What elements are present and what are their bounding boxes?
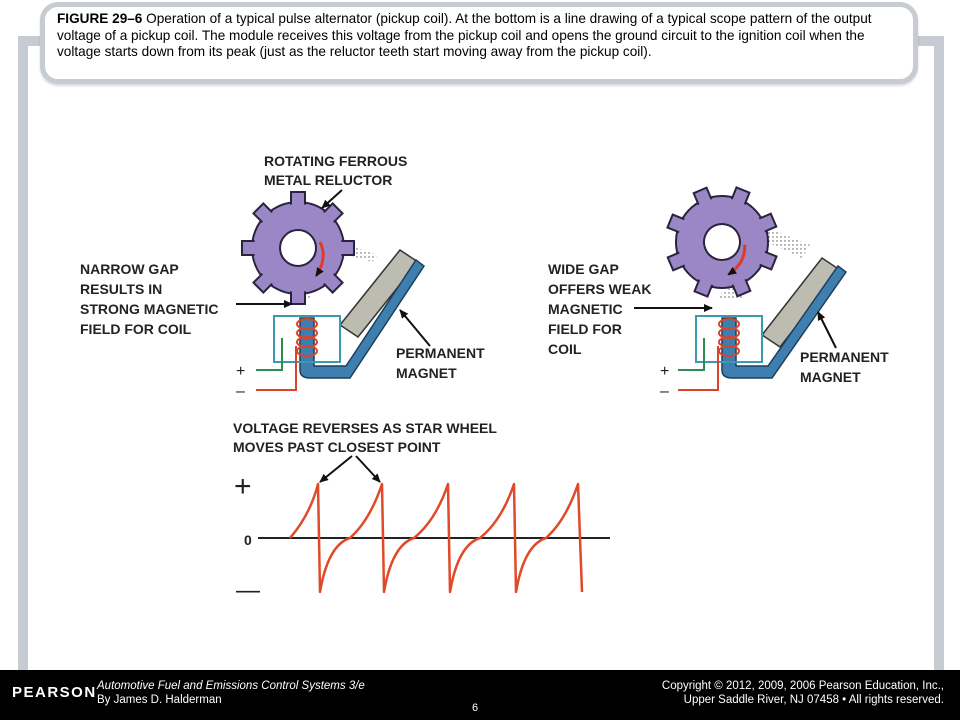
plus-right: + bbox=[660, 363, 669, 380]
copyright-line2: Upper Saddle River, NJ 07458 • All right… bbox=[683, 694, 944, 706]
voltage-label-line1: VOLTAGE REVERSES AS STAR WHEEL bbox=[233, 420, 497, 436]
book-author: By James D. Halderman bbox=[97, 694, 222, 706]
pole-piece-right bbox=[721, 264, 848, 379]
page-number: 6 bbox=[472, 702, 479, 714]
minus-right: – bbox=[660, 383, 669, 400]
narrow-gap-assembly bbox=[241, 191, 426, 391]
scope-waveform bbox=[289, 482, 584, 594]
rotation-arrow-left bbox=[314, 241, 325, 277]
magnet-left-line2: MAGNET bbox=[396, 365, 457, 381]
narrow-gap-line2: RESULTS IN bbox=[80, 281, 162, 297]
rotation-arrow-right bbox=[727, 244, 747, 276]
pearson-logo: PEARSON bbox=[12, 684, 97, 701]
wide-gap-assembly bbox=[666, 186, 848, 391]
copyright: Copyright © 2012, 2009, 2006 Pearson Edu… bbox=[662, 679, 944, 707]
magnet-right-line1: PERMANENT bbox=[800, 349, 889, 365]
reluctor-pointer bbox=[321, 189, 343, 209]
coil-windings-right bbox=[718, 318, 740, 357]
reluctor-label-line1: ROTATING FERROUS bbox=[264, 153, 407, 169]
magnet-left-line1: PERMANENT bbox=[396, 345, 485, 361]
narrow-gap-line4: FIELD FOR COIL bbox=[80, 321, 192, 337]
figure-number: FIGURE 29–6 bbox=[57, 11, 143, 26]
wire-negative-right bbox=[678, 346, 719, 391]
caption-box: FIGURE 29–6 Operation of a typical pulse… bbox=[40, 2, 918, 84]
book-info: Automotive Fuel and Emissions Control Sy… bbox=[97, 679, 365, 707]
wire-negative-left bbox=[256, 346, 297, 391]
caption-text: Operation of a typical pulse alternator … bbox=[57, 11, 872, 59]
wire-positive-left bbox=[256, 338, 283, 371]
reluctor-gear-left bbox=[241, 191, 355, 305]
wide-gap-line3: MAGNETIC bbox=[548, 301, 623, 317]
coil-housing-left bbox=[273, 315, 341, 363]
scope-zero: 0 bbox=[244, 532, 252, 548]
narrow-gap-line1: NARROW GAP bbox=[80, 261, 179, 277]
voltage-pointer-2 bbox=[355, 455, 381, 483]
wire-positive-right bbox=[678, 338, 705, 371]
plus-left: + bbox=[236, 363, 245, 380]
copyright-line1: Copyright © 2012, 2009, 2006 Pearson Edu… bbox=[661, 680, 944, 692]
voltage-pointer-1 bbox=[319, 455, 353, 483]
wide-gap-line4: FIELD FOR bbox=[548, 321, 622, 337]
pole-piece-left bbox=[299, 258, 426, 379]
magnet-right-pointer bbox=[817, 311, 837, 349]
coil-housing-right bbox=[695, 315, 763, 363]
minus-left: – bbox=[236, 383, 245, 400]
voltage-label-line2: MOVES PAST CLOSEST POINT bbox=[233, 439, 441, 455]
wide-gap-line1: WIDE GAP bbox=[548, 261, 619, 277]
slide-footer: PEARSON Automotive Fuel and Emissions Co… bbox=[0, 670, 960, 720]
magnet-right-line2: MAGNET bbox=[800, 369, 861, 385]
book-title: Automotive Fuel and Emissions Control Sy… bbox=[97, 680, 365, 692]
reluctor-label-line2: METAL RELUCTOR bbox=[264, 172, 392, 188]
reluctor-gear-right bbox=[666, 186, 778, 298]
scope-plus: + bbox=[234, 470, 252, 503]
magnet-left-pointer bbox=[399, 309, 431, 347]
wide-gap-line5: COIL bbox=[548, 341, 582, 357]
scope-minus: — bbox=[236, 577, 260, 604]
wide-gap-line2: OFFERS WEAK bbox=[548, 281, 651, 297]
narrow-gap-line3: STRONG MAGNETIC bbox=[80, 301, 218, 317]
field-dots-top-right bbox=[760, 225, 810, 258]
figure-caption: FIGURE 29–6 Operation of a typical pulse… bbox=[57, 11, 903, 61]
